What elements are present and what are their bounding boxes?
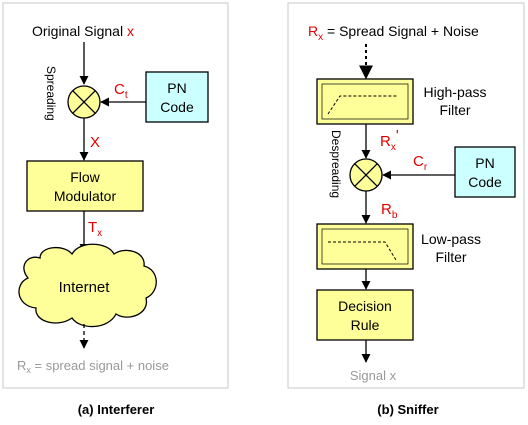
pn-code-b-line2: Code — [468, 174, 502, 190]
pn-code-b-line1: PN — [475, 155, 494, 171]
high-pass-filter-box — [316, 78, 414, 125]
spreading-label: Spreading — [44, 66, 58, 121]
despreading-label: Despreading — [329, 130, 343, 198]
decision-rule-box — [316, 289, 414, 341]
internet-cloud — [18, 243, 157, 328]
tx-label: Tx — [88, 219, 102, 239]
hpf-inner-frame — [321, 83, 409, 120]
x-upper-label: X — [90, 134, 100, 151]
flow-modulator-line2: Modulator — [54, 188, 117, 204]
cr-label: Cr — [413, 153, 428, 173]
pn-code-box-b — [454, 146, 516, 198]
interferer-output-label: Rx = spread signal + noise — [17, 358, 169, 375]
decision-rule-line2: Rule — [351, 317, 380, 333]
despreading-mixer — [349, 158, 383, 192]
hpf-label-line1: High-pass — [423, 84, 486, 100]
lpf-label-line2: Filter — [435, 249, 466, 265]
rb-label: Rb — [381, 201, 398, 221]
internet-label: Internet — [59, 279, 111, 296]
interferer-caption: (a) Interferer — [78, 402, 155, 417]
sniffer-output-label: Signal x — [350, 368, 397, 383]
flow-modulator-line1: Flow — [70, 169, 100, 185]
low-pass-filter-box — [316, 223, 414, 270]
spreading-mixer — [67, 85, 101, 119]
sniffer-input-label: Rx = Spread Signal + Noise — [308, 23, 479, 43]
ct-label: Ct — [114, 81, 128, 101]
rx-prime-label: Rx' — [380, 127, 399, 153]
interferer-input-label: Original Signal x — [32, 23, 134, 39]
sniffer-caption: (b) Sniffer — [377, 402, 438, 417]
decision-rule-line1: Decision — [338, 298, 392, 314]
interferer-panel — [2, 2, 229, 389]
lpf-label-line1: Low-pass — [421, 231, 481, 247]
pn-code-a-line1: PN — [167, 80, 186, 96]
sniffer-panel — [287, 2, 525, 389]
hpf-label-line2: Filter — [439, 102, 470, 118]
flow-modulator-box — [26, 160, 144, 212]
hpf-response-curve — [327, 95, 398, 115]
pn-code-a-line2: Code — [160, 99, 194, 115]
lpf-inner-frame — [321, 228, 409, 265]
pn-code-box-a — [145, 71, 209, 123]
lpf-response-curve — [328, 241, 397, 261]
